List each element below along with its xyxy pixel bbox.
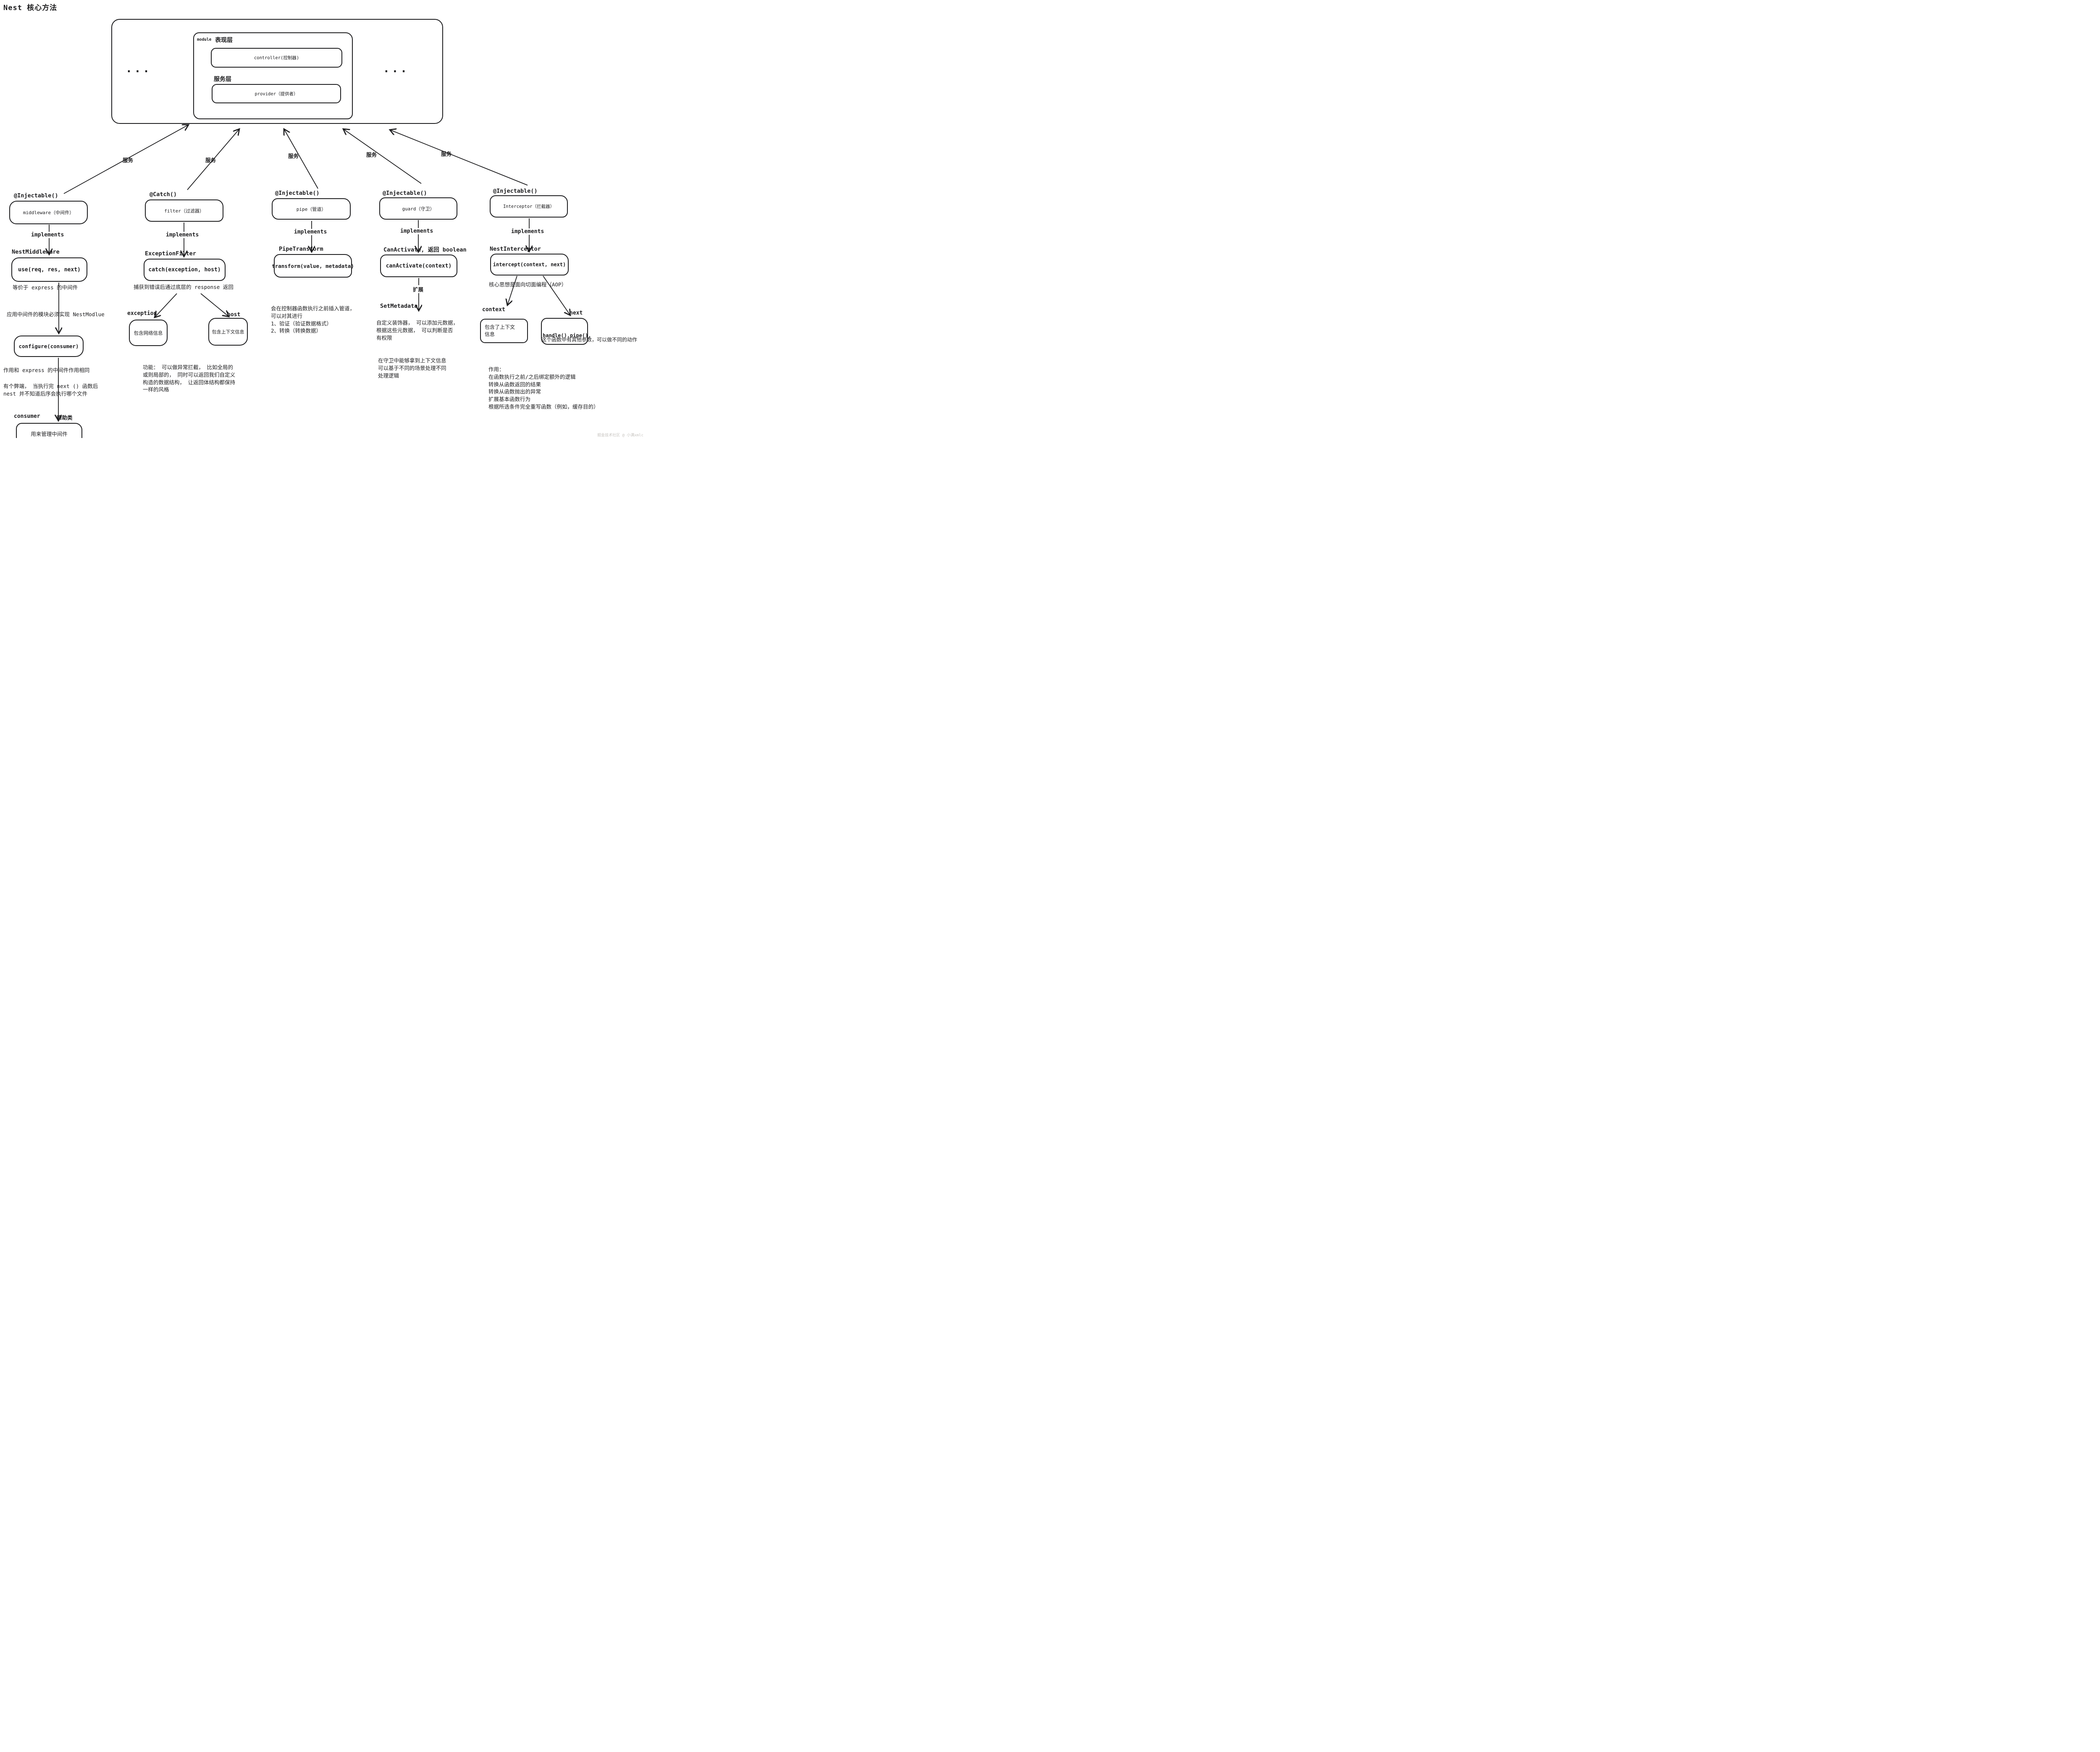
use-method-box: use(req, res, next): [11, 257, 87, 282]
controller-box: controller(控制器): [211, 48, 342, 68]
filter-note-function: 功能： 可以做异常拦截， 比如全局的 或则局部的， 同时可以返回我们自定义 构造…: [143, 364, 236, 393]
transform-method-label: transform(value, metadata): [272, 262, 354, 269]
service-edge-label-5: 服务: [441, 151, 452, 157]
middleware-box-label: middleware（中间件）: [23, 210, 74, 215]
interceptor-box-label: Interceptor（拦截器）: [503, 204, 555, 209]
provider-box: provider（提供者）: [212, 84, 341, 103]
next-label: next: [570, 310, 583, 316]
service-edge-label-4: 服务: [366, 152, 377, 158]
manage-middleware-box: 用来管理中间件: [16, 423, 82, 438]
middleware-interface: NestMiddleware: [12, 249, 60, 255]
interceptor-interface: NestInterceptor: [490, 246, 541, 252]
next-box: handle().pipe(),: [541, 318, 591, 345]
service-edge-label-3: 服务: [288, 153, 299, 159]
service-edge-label-1: 服务: [123, 157, 134, 163]
pipe-interface: PipeTransform: [279, 246, 323, 252]
consumer-label: consumer: [14, 413, 40, 420]
guard-implements-label: implements: [399, 228, 435, 234]
next-box-label: handle().pipe(),: [543, 333, 591, 338]
filter-interface: ExceptionFilter: [145, 250, 196, 257]
host-label: host: [227, 312, 241, 318]
middleware-note-drawback: 有个弊端， 当执行完 next () 函数后 nest 并不知道后序会执行哪个文…: [3, 383, 98, 397]
consumer-helper-label: 帮助类: [57, 414, 73, 421]
canactivate-method-label: canActivate(context): [386, 262, 452, 269]
middleware-note-equivalent: 等价于 express 的中间件: [13, 284, 78, 291]
page-title: Nest 核心方法: [3, 4, 58, 12]
host-box: 包含上下文信息: [208, 318, 248, 346]
middleware-note-module: 应用中间件的模块必须实现 NestModlue: [7, 311, 105, 317]
transform-method-box: transform(value, metadata): [272, 254, 354, 278]
setmetadata-label: SetMetadata: [380, 303, 418, 309]
service-edge-label-2: 服务: [205, 157, 216, 163]
provider-label: provider（提供者）: [255, 91, 298, 97]
middleware-implements-label: implements: [29, 232, 66, 238]
ellipsis-left: ...: [126, 63, 152, 75]
whiteboard-diagram: Nest 核心方法 ... ... module 表现层 controller(…: [0, 0, 647, 438]
middleware-note-same-role: 作用和 express 的中间件作用相同: [3, 367, 90, 373]
ellipsis-right: ...: [383, 63, 409, 75]
interceptor-box: Interceptor（拦截器）: [490, 195, 568, 218]
interceptor-decorator: @Injectable(): [493, 188, 538, 194]
intercept-method-label: intercept(context, next): [493, 262, 566, 268]
configure-box: configure(consumer): [14, 336, 84, 357]
configure-label: configure(consumer): [18, 343, 79, 349]
canactivate-method-box: canActivate(context): [380, 254, 457, 277]
module-label: module: [197, 37, 212, 42]
exception-label: exception: [127, 310, 157, 317]
context-box: 包含了上下文 信息: [480, 319, 528, 343]
filter-box: filter（过滤器）: [145, 199, 223, 222]
context-label: context: [482, 307, 505, 313]
pipe-box: pipe（管道）: [272, 198, 351, 220]
host-desc: 包含上下文信息: [212, 329, 244, 335]
use-method-label: use(req, res, next): [18, 266, 81, 273]
filter-note-catch: 捕获到错误后通过底层的 response 返回: [134, 284, 234, 290]
pipe-implements-label: implements: [292, 229, 329, 235]
pipe-note: 会在控制器函数执行之前插入管道， 可以对其进行 1、验证（验证数据格式） 2、转…: [271, 305, 355, 334]
controller-label: controller(控制器): [254, 55, 299, 60]
module-outer-box: ... ... module 表现层 controller(控制器) 服务层 p…: [111, 19, 443, 124]
context-desc: 包含了上下文 信息: [485, 324, 515, 337]
next-note: 这个函数中有其他参数，可以做不同的动作: [541, 337, 638, 343]
filter-box-label: filter（过滤器）: [164, 208, 204, 214]
interceptor-implements-label: implements: [509, 228, 546, 235]
pipe-box-label: pipe（管道）: [296, 206, 326, 212]
intercept-method-box: intercept(context, next): [490, 254, 569, 275]
catch-method-label: catch(exception, host): [148, 267, 221, 273]
interceptor-note-role: 作用： 在函数执行之前/之后绑定额外的逻辑 转换从函数返回的结果 转换从函数抛出…: [488, 366, 599, 410]
guard-decorator: @Injectable(): [383, 190, 427, 197]
guard-note-context: 在守卫中能够拿到上下文信息 可以基于不同的场景处理不同 处理逻辑: [378, 357, 446, 379]
catch-method-box: catch(exception, host): [144, 259, 226, 281]
guard-interface: CanActivate, 返回 boolean: [383, 247, 467, 253]
guard-note-decorator: 自定义装饰器， 可以添加元数据， 根据这些元数据， 可以判断是否 有权限: [376, 320, 459, 341]
guard-extend-label: 扩展: [411, 285, 425, 293]
middleware-decorator: @Injectable(): [14, 192, 58, 199]
guard-box-label: guard（守卫）: [402, 206, 435, 212]
manage-middleware-label: 用来管理中间件: [31, 430, 68, 437]
filter-implements-label: implements: [164, 232, 201, 238]
module-inner-box: module 表现层 controller(控制器) 服务层 provider（…: [193, 32, 353, 119]
pipe-decorator: @Injectable(): [275, 190, 320, 197]
exception-desc: 包含网络信息: [134, 330, 163, 336]
guard-box: guard（守卫）: [379, 197, 457, 220]
interceptor-note-aop: 核心思想是面向切面编程（AOP）: [489, 281, 567, 288]
exception-box: 包含网络信息: [129, 320, 168, 346]
watermark: 掘金技术社区 @ 小满xmlc: [597, 433, 643, 438]
middleware-box: middleware（中间件）: [9, 201, 88, 224]
service-layer-label: 服务层: [214, 76, 231, 83]
filter-decorator: @Catch(): [150, 191, 177, 198]
presentation-layer-label: 表现层: [215, 37, 233, 44]
